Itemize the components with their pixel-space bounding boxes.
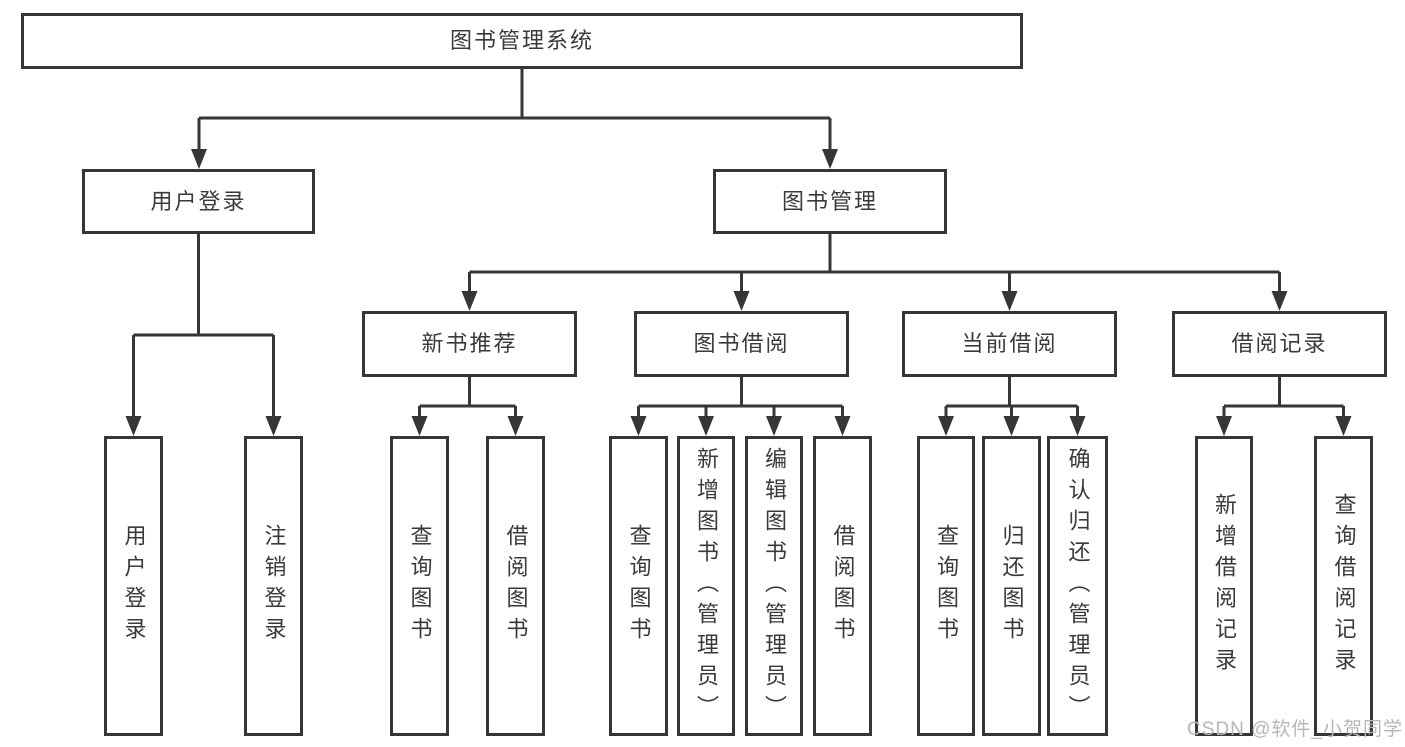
leaf-add-books-admin: 新增图书（管理员） [677, 436, 735, 736]
connector-root-to-level2 [197, 69, 832, 150]
csdn-watermark: CSDN @软件_小贺同学 [1187, 719, 1403, 740]
leaf-query-borrow-record: 查询借阅记录 [1314, 436, 1373, 736]
leaf-logout: 注销登录 [244, 436, 303, 736]
arrowheads-newbooks-leaves [411, 416, 524, 436]
arrowheads-records-leaves [1216, 416, 1352, 436]
arrowheads-level2 [191, 149, 838, 169]
arrowheads-bookborrow-leaves [630, 416, 851, 436]
leaf-borrow-books-under-new-books: 借阅图书 [486, 436, 545, 736]
connector-records-to-leaves [1222, 377, 1345, 417]
connector-login-to-leaves [132, 234, 275, 417]
leaf-return-books: 归还图书 [982, 436, 1041, 736]
leaf-query-books-under-new-books: 查询图书 [390, 436, 449, 736]
arrowheads-currentborrow-leaves [938, 416, 1086, 436]
node-book-borrowing: 图书借阅 [634, 311, 849, 377]
node-user-login: 用户登录 [82, 169, 315, 234]
node-library-management-system: 图书管理系统 [21, 13, 1023, 69]
leaf-user-login: 用户登录 [104, 436, 163, 736]
node-book-management: 图书管理 [713, 169, 947, 234]
node-new-book-recommendation: 新书推荐 [362, 311, 577, 377]
connector-currentborrow-to-leaves [944, 377, 1079, 417]
connector-newbooks-to-leaves [418, 377, 517, 417]
leaf-add-borrow-record: 新增借阅记录 [1195, 436, 1253, 736]
node-borrowing-records: 借阅记录 [1172, 311, 1387, 377]
leaf-confirm-return-admin: 确认归还（管理员） [1047, 436, 1108, 736]
node-current-borrowing: 当前借阅 [902, 311, 1117, 377]
leaf-query-books-under-current-borrowing: 查询图书 [917, 436, 975, 736]
leaf-edit-books-admin: 编辑图书（管理员） [745, 436, 803, 736]
arrowheads-level3 [461, 291, 1288, 311]
connector-mgmt-to-level3 [468, 234, 1281, 292]
arrowheads-login-leaves [125, 416, 282, 436]
leaf-query-books-under-book-borrowing: 查询图书 [609, 436, 668, 736]
connector-bookborrow-to-leaves [637, 377, 844, 417]
leaf-borrow-books-under-book-borrowing: 借阅图书 [813, 436, 872, 736]
